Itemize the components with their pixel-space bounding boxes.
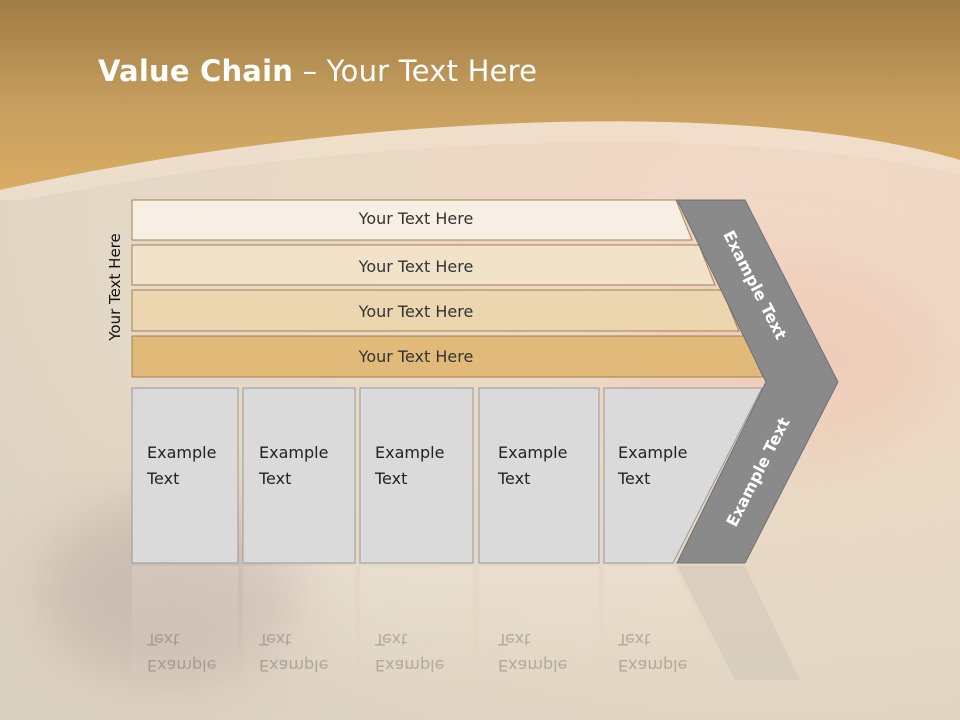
activity-box-4 xyxy=(478,387,600,564)
row-bar-1 xyxy=(131,199,693,241)
title-bold: Value Chain xyxy=(98,54,294,88)
row-bar-2 xyxy=(131,244,716,286)
activity-box-1 xyxy=(131,387,239,564)
row-bar-3 xyxy=(131,289,740,332)
box-line1: Example xyxy=(259,443,329,462)
box-line2: Text xyxy=(375,469,408,488)
box-line2: Text xyxy=(147,469,180,488)
slide-title: Value Chain – Your Text Here xyxy=(98,54,537,88)
reflection xyxy=(132,566,800,686)
box-line2: Text xyxy=(259,469,292,488)
box-line1: Example xyxy=(618,443,688,462)
row-label-2: Your Text Here xyxy=(358,257,474,276)
activity-box-5 xyxy=(603,387,763,564)
header-band xyxy=(0,0,960,200)
box-line2: Text xyxy=(498,469,531,488)
box-line1: Example xyxy=(147,443,217,462)
box-line1: Example xyxy=(375,443,445,462)
box-line2: Text xyxy=(618,469,651,488)
title-rest: – Your Text Here xyxy=(293,54,538,88)
box-line1: Example xyxy=(498,443,568,462)
row-label-3: Your Text Here xyxy=(358,302,474,321)
activity-box-2 xyxy=(242,387,356,564)
row-label-1: Your Text Here xyxy=(358,209,474,228)
margin-chevron xyxy=(676,199,839,564)
activity-box-3 xyxy=(359,387,474,564)
row-label-4: Your Text Here xyxy=(358,347,474,366)
